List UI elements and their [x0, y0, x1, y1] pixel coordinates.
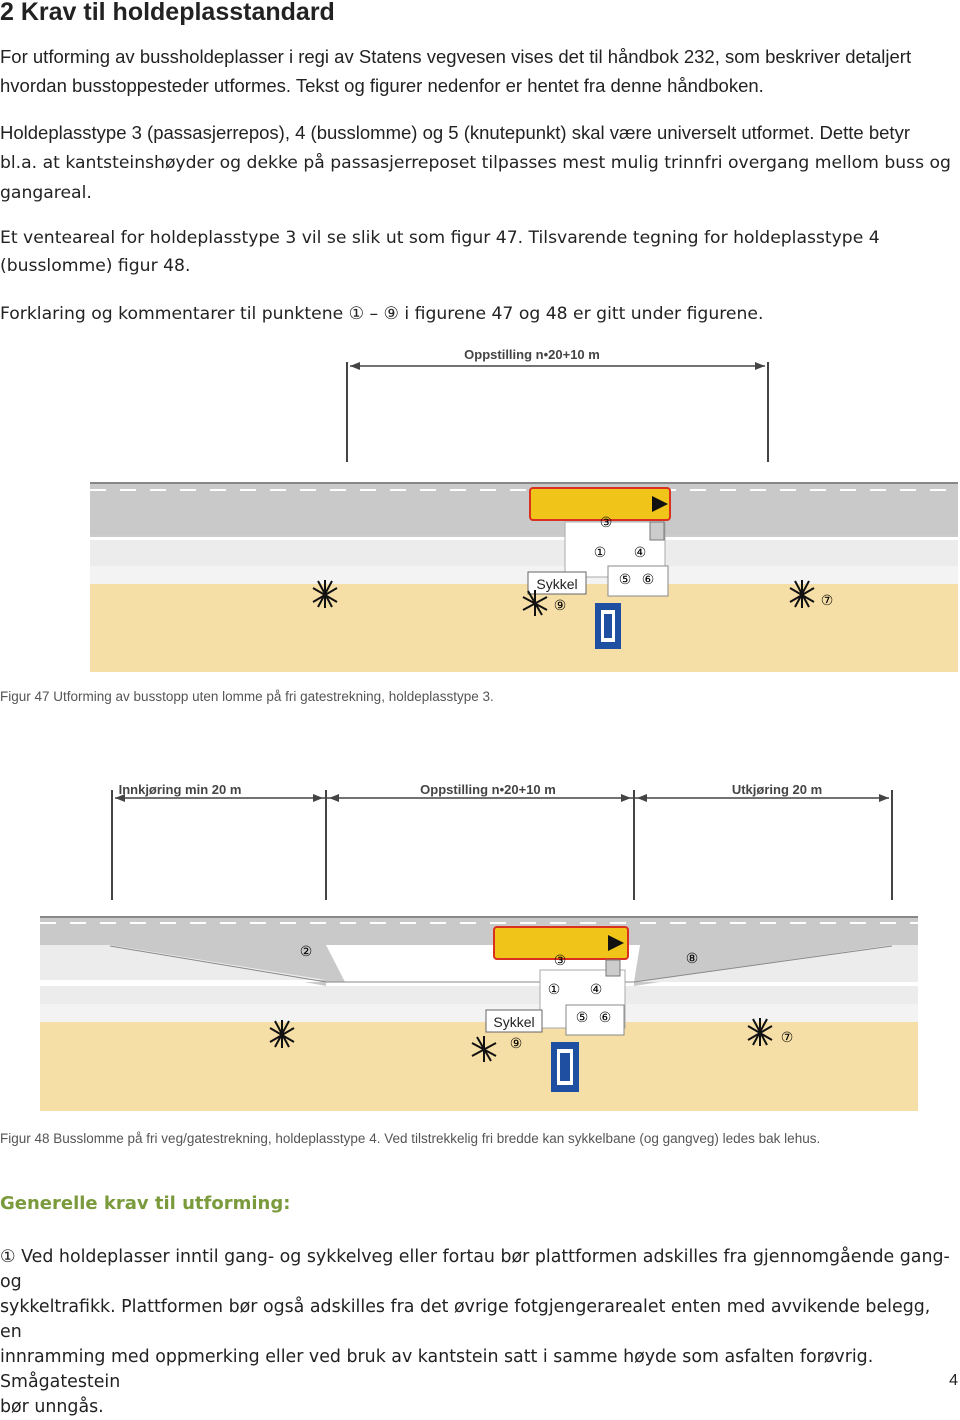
fig48-bike-sign-label: Sykkel: [493, 1014, 534, 1030]
fig48-tree-icon: [269, 1020, 295, 1048]
universal-design-paragraph: Holdeplasstype 3 (passasjerrepos), 4 (bu…: [0, 118, 952, 207]
fig48-bike-sign: [485, 1009, 543, 1033]
fig47-marker-3: ③: [600, 514, 613, 530]
waiting-area-paragraph: Et venteareal for holdeplasstype 3 vil s…: [0, 224, 952, 280]
fig47-dimension-label: Oppstilling n•20+10 m: [464, 347, 600, 362]
page-heading: 2 Krav til holdeplasstandard: [0, 0, 335, 26]
fig47-sidewalk: [90, 540, 958, 566]
wa-line-2: (busslomme) figur 48.: [0, 256, 191, 276]
fig48-marker-7: ⑦: [781, 1029, 794, 1045]
fig48-bus-direction-icon: [608, 935, 624, 951]
fig48-bus: [493, 926, 629, 960]
explanation-paragraph: Forklaring og kommentarer til punktene ①…: [0, 304, 764, 324]
wa-line-1: Et venteareal for holdeplasstype 3 vil s…: [0, 228, 880, 248]
page-number: 4: [949, 1372, 958, 1389]
fig48-tree-icon: [471, 1036, 497, 1062]
fig47-tree-icon: [789, 580, 815, 608]
fig48-marker-5: ⑤: [576, 1009, 589, 1025]
fig48-marker-2: ②: [300, 943, 313, 959]
fig47-marker-4: ④: [634, 544, 647, 560]
fig48-dim-mid: Oppstilling n•20+10 m: [420, 782, 556, 797]
intro-paragraph: For utforming av bussholdeplasser i regi…: [0, 42, 952, 100]
fig48-marker-3: ③: [554, 952, 567, 968]
ud-line-3: gangareal.: [0, 183, 92, 203]
figure-48-caption: Figur 48 Busslomme på fri veg/gatestrekn…: [0, 1131, 821, 1146]
fig48-sidewalk: [40, 986, 918, 1004]
fig47-tree-icon: [312, 580, 338, 608]
fig47-marker-1: ①: [594, 544, 607, 560]
fig47-bus: [529, 487, 671, 521]
figure-47-caption: Figur 47 Utforming av busstopp uten lomm…: [0, 689, 494, 704]
fig48-marker-1: ①: [548, 981, 561, 997]
requirement-1-paragraph: ① Ved holdeplasser inntil gang- og sykke…: [0, 1245, 952, 1420]
req1-line-2: sykkeltrafikk. Plattformen bør også adsk…: [0, 1297, 931, 1342]
req1-line-1: ① Ved holdeplasser inntil gang- og sykke…: [0, 1247, 950, 1292]
fig48-marker-6: ⑥: [599, 1009, 612, 1025]
fig47-marker-6: ⑥: [642, 571, 655, 587]
fig48-marker-8: ⑧: [686, 950, 699, 966]
ud-line-1: Holdeplasstype 3 (passasjerrepos), 4 (bu…: [0, 122, 910, 143]
figure-48-diagram: Innkjøring min 20 m Oppstilling n•20+10 …: [40, 782, 918, 1111]
ud-line-2: bl.a. at kantsteinshøyder og dekke på pa…: [0, 153, 951, 173]
fig48-shelter: [565, 1004, 625, 1036]
fig48-dim-out: Utkjøring 20 m: [732, 782, 822, 797]
fig47-bus-direction-icon: [652, 496, 668, 512]
fig48-road: [40, 917, 918, 945]
intro-line-1: For utforming av bussholdeplasser i regi…: [0, 46, 912, 67]
fig47-bike-sign-label: Sykkel: [536, 576, 577, 592]
req1-line-3: innramming med oppmerking eller ved bruk…: [0, 1347, 874, 1392]
fig47-tree-icon: [522, 590, 548, 616]
figure-47-diagram: Oppstilling n•20+10 m ③ ① ④ ⑤ ⑥ ⑦ ⑨ Sykk…: [90, 347, 958, 672]
intro-line-2: hvordan busstoppesteder utformes. Tekst …: [0, 75, 764, 96]
fig47-marker-7: ⑦: [821, 592, 834, 608]
fig48-marker-9: ⑨: [510, 1035, 523, 1051]
section-heading: Generelle krav til utforming:: [0, 1193, 291, 1214]
fig47-shelter: [607, 565, 669, 597]
fig47-marker-9: ⑨: [554, 597, 567, 613]
fig48-tree-icon: [747, 1018, 773, 1046]
req1-line-4: bør unngås.: [0, 1397, 104, 1417]
fig47-road: [90, 483, 958, 535]
fig47-bike-sign: [527, 571, 587, 595]
fig47-marker-5: ⑤: [619, 571, 632, 587]
fig48-marker-4: ④: [590, 981, 603, 997]
fig48-dim-in: Innkjøring min 20 m: [119, 782, 242, 797]
